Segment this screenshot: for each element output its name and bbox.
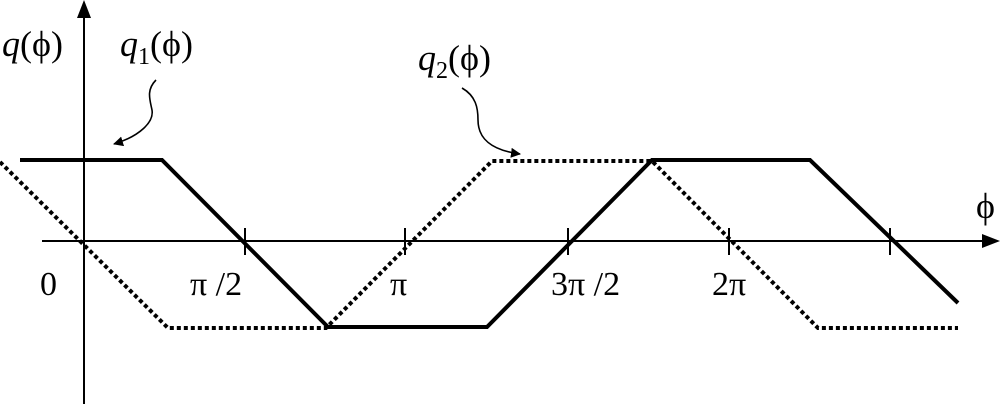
q2-label: q2(ϕ)	[418, 38, 491, 84]
curve-q1	[20, 158, 960, 329]
y-axis-label: q(ϕ)	[2, 24, 63, 64]
tick-label-origin: 0	[40, 266, 57, 303]
q1-pointer-arrow	[113, 79, 157, 147]
tick-label-three-half-pi: 3π /2	[551, 266, 620, 303]
tick-label-half-pi: π /2	[190, 266, 242, 303]
curve-q2	[0, 159, 958, 330]
q2-pointer-arrow	[461, 87, 521, 158]
x-axis-label: ϕ	[976, 186, 995, 226]
y-axis-arrow-icon	[77, 0, 91, 18]
x-axis-arrow-icon	[982, 234, 1000, 248]
tick-label-two-pi: 2π	[712, 266, 746, 303]
q1-label: q1(ϕ)	[120, 24, 193, 70]
tick-label-pi: π	[390, 266, 407, 303]
